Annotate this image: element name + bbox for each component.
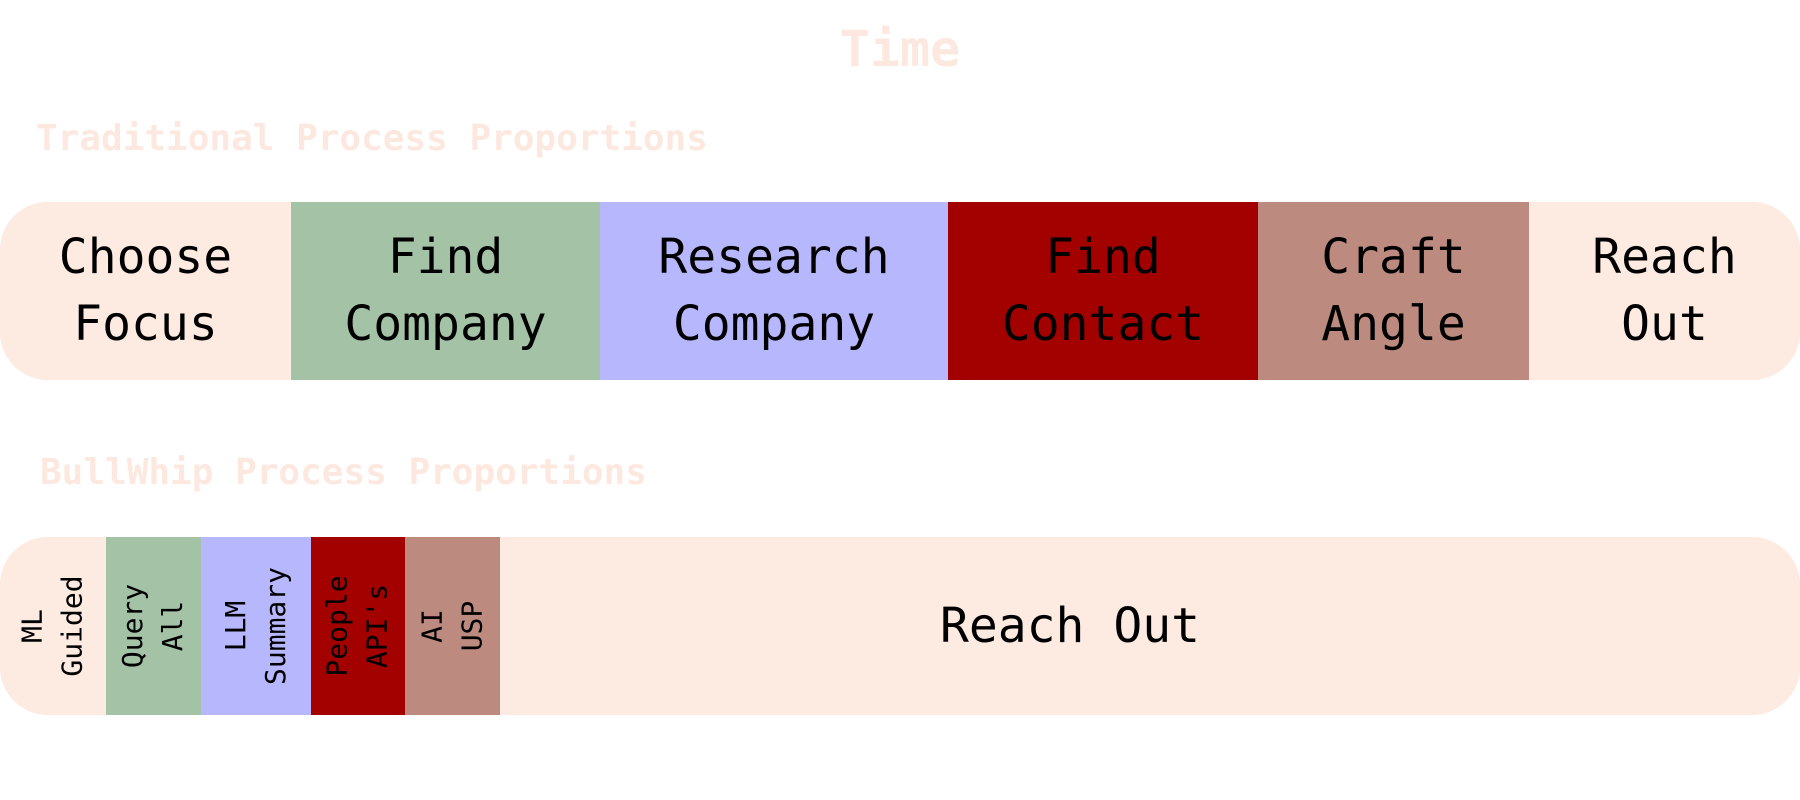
- segment-find-contact: Find Contact: [948, 202, 1258, 380]
- bullwhip-heading: BullWhip Process Proportions: [40, 452, 647, 493]
- segment-label: Research Company: [658, 229, 890, 352]
- segment-label: Craft Angle: [1321, 229, 1466, 352]
- traditional-process-bar: Choose Focus Find Company Research Compa…: [0, 202, 1800, 380]
- segment-label: AI USP: [415, 600, 489, 652]
- segment-ml-guided: ML Guided: [0, 537, 106, 715]
- segment-label: Reach Out: [1592, 229, 1737, 352]
- segment-label: People API's: [321, 575, 394, 677]
- segment-find-company: Find Company: [291, 202, 600, 380]
- segment-people-apis: People API's: [311, 537, 405, 715]
- traditional-heading: Traditional Process Proportions: [36, 118, 708, 159]
- segment-label: Query All: [116, 583, 190, 669]
- segment-ai-usp: AI USP: [405, 537, 500, 715]
- segment-craft-angle: Craft Angle: [1258, 202, 1529, 380]
- segment-label: Find Company: [344, 229, 547, 352]
- segment-label: Reach Out: [939, 598, 1201, 654]
- segment-label: Find Contact: [1001, 229, 1205, 352]
- segment-choose-focus: Choose Focus: [0, 202, 291, 380]
- segment-llm-summary: LLM Summary: [201, 537, 311, 715]
- segment-reach-out: Reach Out: [1529, 202, 1800, 380]
- bullwhip-process-bar: ML Guided Query All LLM Summary People A…: [0, 537, 1800, 715]
- segment-label: ML Guided: [16, 575, 89, 677]
- segment-label: Choose Focus: [58, 229, 233, 352]
- segment-query-all: Query All: [106, 537, 201, 715]
- segment-research-company: Research Company: [600, 202, 948, 380]
- diagram-title: Time: [839, 20, 961, 78]
- segment-reach-out: Reach Out: [500, 537, 1800, 715]
- segment-label: LLM Summary: [219, 566, 293, 686]
